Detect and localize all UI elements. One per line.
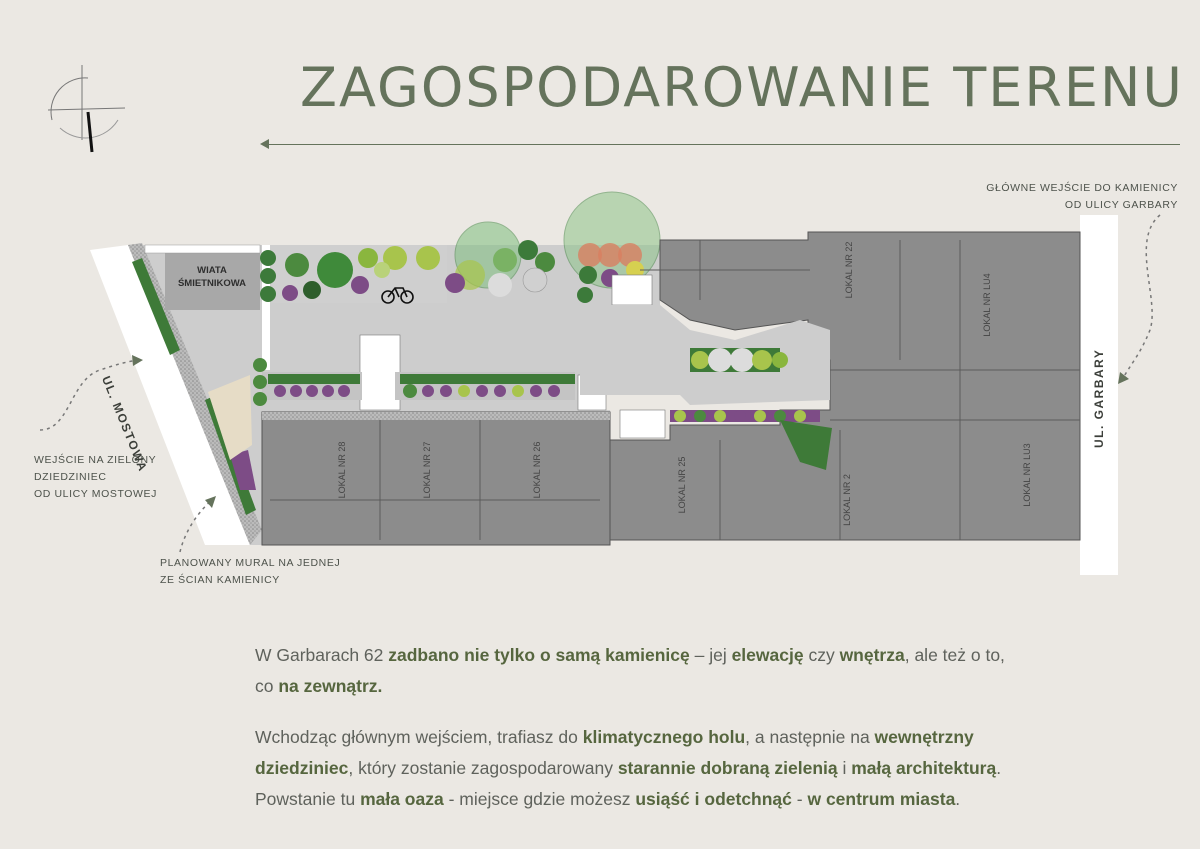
- emphasis-text: wewnętrzny: [874, 727, 974, 747]
- title-underline: [262, 144, 1180, 145]
- waste-shed: [165, 252, 260, 310]
- mural-note: PLANOWANY MURAL NA JEDNEJ ZE ŚCIAN KAMIE…: [160, 555, 380, 589]
- unit-label: LOKAL NR 28: [337, 442, 347, 499]
- mural-line1: PLANOWANY MURAL NA JEDNEJ: [160, 557, 341, 569]
- stairs-south: [619, 409, 666, 439]
- body-text: .: [996, 758, 1002, 778]
- unit-label: LOKAL NR LU4: [982, 273, 992, 336]
- main-entrance-note: GŁÓWNE WEJŚCIE DO KAMIENICY OD ULICY GAR…: [960, 180, 1178, 214]
- street-mostowa: [90, 245, 250, 545]
- emphasis-text: małą architekturą: [851, 758, 997, 778]
- body-text: Wchodząc głównym wejściem, trafiasz do: [255, 727, 583, 747]
- building-south: [261, 411, 611, 546]
- unit-label: LOKAL NR 27: [422, 442, 432, 499]
- arrow-left-icon: [260, 139, 269, 149]
- body-text: co: [255, 676, 279, 696]
- north-arrow-icon: [47, 65, 126, 153]
- main-entrance-line2: OD ULICY GARBARY: [1064, 199, 1178, 211]
- body-text: i: [837, 758, 852, 778]
- arrow-head-icon: [1118, 372, 1129, 384]
- unit-label: LOKAL NR 26: [532, 442, 542, 499]
- beige-path: [208, 375, 252, 460]
- street-label-garbary: UL. GARBARY: [1092, 348, 1106, 448]
- emphasis-text: starannie dobraną zielenią: [617, 758, 838, 778]
- emphasis-text: mała oaza: [360, 789, 444, 809]
- intro-paragraph: W Garbarach 62 zadbano nie tylko o samą …: [255, 640, 1115, 702]
- bicycle-icon: [381, 287, 414, 304]
- body-text: , ale też o to,: [904, 645, 1005, 665]
- emphasis-text: elewację: [731, 645, 804, 665]
- street-garbary: [1080, 215, 1118, 575]
- courtyard-paragraph: Wchodząc głównym wejściem, trafiasz do k…: [255, 722, 1115, 815]
- emphasis-text: wnętrza: [839, 645, 905, 665]
- body-text: – jej: [689, 645, 732, 665]
- mural-line2: ZE ŚCIAN KAMIENICY: [160, 574, 280, 586]
- shed-label-1: WIATA: [197, 265, 227, 276]
- mural-planter: [230, 450, 256, 490]
- body-text: , a następnie na: [745, 727, 875, 747]
- unit-label: LOKAL NR LU3: [1022, 443, 1032, 506]
- site-plan: WIATA ŚMIETNIKOWA: [39, 191, 1161, 575]
- building-east: [609, 231, 1081, 541]
- lobby-plants: [690, 348, 788, 372]
- unit-label: LOKAL NR 22: [844, 242, 854, 299]
- entrance-arrow-mostowa: [39, 359, 139, 431]
- emphasis-text: zadbano nie tylko o samą kamienicę: [388, 645, 690, 665]
- entrance-arrow-garbary: [1121, 214, 1161, 381]
- courtyard-entry-line1: WEJŚCIE NA ZIELONY: [34, 454, 157, 466]
- unit-label: LOKAL NR 25: [677, 457, 687, 514]
- page-title: ZAGOSPODAROWANIE TERENU: [300, 56, 1184, 119]
- south-planter: [670, 410, 832, 470]
- body-text: W Garbarach 62: [255, 645, 389, 665]
- emphasis-text: usiąść i odetchnąć: [635, 789, 792, 809]
- body-text: Powstanie tu: [255, 789, 361, 809]
- planter-left-plants: [253, 358, 360, 406]
- planter-right-plants: [400, 374, 575, 398]
- body-text: , który zostanie zagospodarowany: [348, 758, 618, 778]
- stairs: [611, 274, 653, 306]
- emphasis-text: w centrum miasta: [807, 789, 956, 809]
- courtyard-entry-line3: OD ULICY MOSTOWEJ: [34, 488, 157, 500]
- courtyard-entry-line2: DZIEDZINIEC: [34, 471, 107, 483]
- body-text: - miejsce gdzie możesz: [443, 789, 636, 809]
- main-entrance-line1: GŁÓWNE WEJŚCIE DO KAMIENICY: [986, 182, 1178, 194]
- shrubs-top: [260, 246, 440, 302]
- body-text: czy: [803, 645, 840, 665]
- stairs-center: [359, 334, 401, 411]
- hedge-mostowa: [132, 258, 180, 355]
- emphasis-text: dziedziniec: [255, 758, 349, 778]
- emphasis-text: klimatycznego holu: [582, 727, 746, 747]
- body-text: .: [955, 789, 961, 809]
- courtyard-entry-note: WEJŚCIE NA ZIELONY DZIEDZINIEC OD ULICY …: [34, 452, 214, 503]
- body-text: -: [791, 789, 808, 809]
- arrow-head-icon: [205, 496, 216, 508]
- arrow-head-icon: [132, 355, 143, 366]
- interior-walls: [270, 240, 1080, 540]
- emphasis-text: na zewnątrz.: [278, 676, 383, 696]
- unit-label: LOKAL NR 2: [842, 474, 852, 526]
- shed-label-2: ŚMIETNIKOWA: [178, 277, 246, 289]
